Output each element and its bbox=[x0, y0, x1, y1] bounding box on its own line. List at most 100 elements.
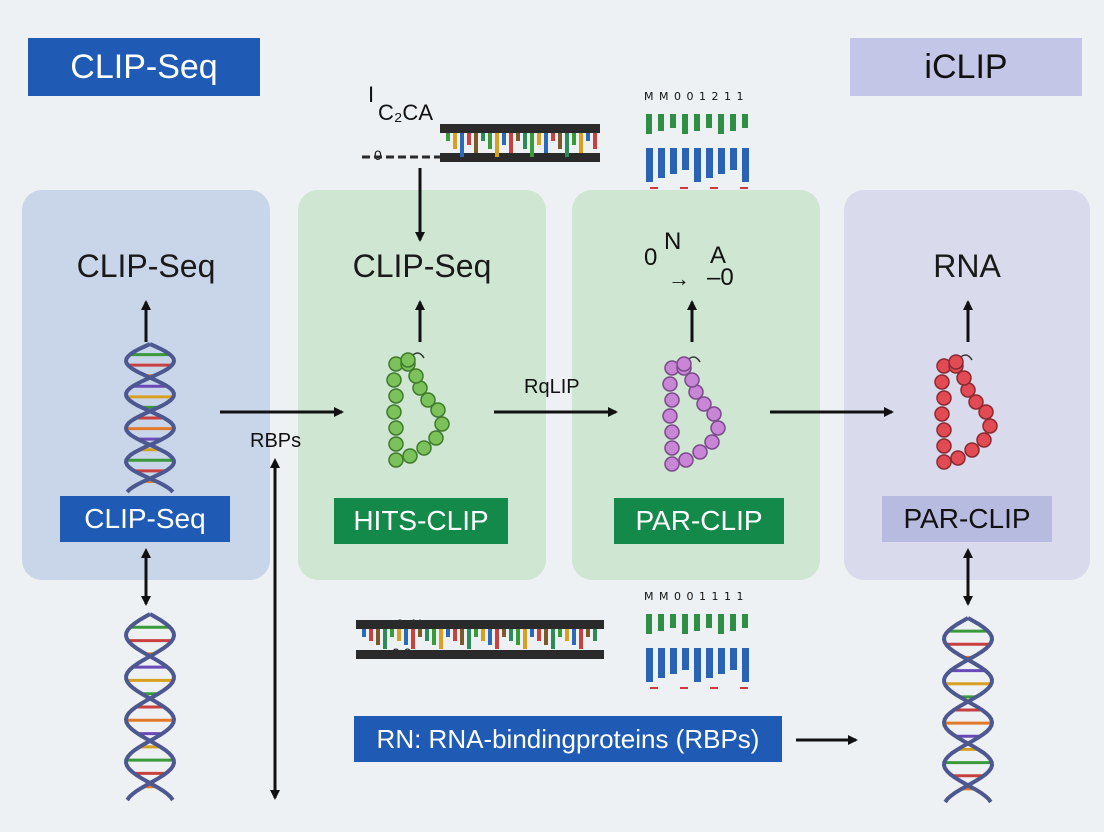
sequence-base bbox=[425, 629, 429, 641]
sequence-base bbox=[453, 629, 457, 641]
green-protein-bead bbox=[416, 440, 432, 456]
purple-protein-bead bbox=[710, 420, 726, 436]
sequence-base bbox=[530, 629, 534, 637]
purple-protein-bead bbox=[664, 392, 680, 408]
histogram-blue-bar bbox=[706, 648, 713, 678]
sequence-base bbox=[509, 629, 513, 641]
purple-protein-bead bbox=[696, 396, 712, 412]
formula-c2ca: C₂CA bbox=[378, 100, 433, 125]
sequence-base bbox=[579, 133, 583, 153]
green-protein-bead bbox=[430, 402, 446, 418]
sequence-base bbox=[439, 629, 443, 649]
helix-bottom-right-strand-a bbox=[941, 616, 995, 804]
sequence-base bbox=[544, 133, 548, 153]
panel-4-title: RNA bbox=[933, 248, 1001, 284]
histogram-green-bar bbox=[694, 114, 700, 131]
tag-par-clip: PAR-CLIP bbox=[614, 498, 784, 544]
green-protein-bead bbox=[402, 448, 418, 464]
sequence-base bbox=[376, 629, 380, 645]
histogram-blue-bar bbox=[706, 148, 713, 178]
histogram-green-bar bbox=[706, 614, 712, 628]
red-protein-bead bbox=[982, 418, 998, 434]
sequence-base bbox=[383, 629, 387, 649]
rbp-definition-badge: RN: RNA-bindingproteins (RBPs) bbox=[354, 716, 782, 762]
green-protein-bead bbox=[428, 430, 444, 446]
sequence-base bbox=[523, 133, 527, 149]
sequence-base bbox=[474, 133, 478, 153]
sequence-base bbox=[572, 133, 576, 145]
sequence-base bbox=[495, 629, 499, 649]
helix-bottom-left-strand-a bbox=[123, 612, 177, 802]
sequence-base bbox=[460, 133, 464, 157]
purple-protein-bead bbox=[676, 356, 692, 372]
histogram-green-bar bbox=[658, 614, 664, 631]
histogram-blue-bar bbox=[694, 148, 701, 182]
histogram-blue-bar bbox=[742, 648, 749, 682]
sequence-base bbox=[544, 629, 548, 645]
red-protein-bead bbox=[934, 374, 950, 390]
sequence-base bbox=[411, 629, 415, 649]
histogram-blue-bar bbox=[682, 648, 689, 670]
top-sequence-strand bbox=[362, 124, 600, 162]
panel-2-title: CLIP-Seq bbox=[352, 248, 492, 284]
sequence-base bbox=[488, 133, 492, 149]
sequence-base bbox=[593, 133, 597, 149]
formula-n: N bbox=[664, 228, 682, 255]
purple-protein-bead bbox=[678, 452, 694, 468]
sequence-base bbox=[362, 629, 366, 637]
sequence-base bbox=[467, 133, 471, 145]
formula-a: A bbox=[710, 242, 727, 269]
red-protein-bead bbox=[936, 422, 952, 438]
histogram-blue-bar bbox=[718, 648, 725, 674]
histogram-green-bar bbox=[742, 114, 748, 128]
purple-protein-bead bbox=[684, 372, 700, 388]
histogram-green-bar bbox=[718, 614, 724, 634]
sequence-base bbox=[579, 629, 583, 649]
purple-protein-bead bbox=[662, 408, 678, 424]
formula-i: I bbox=[368, 82, 375, 107]
red-protein-bead bbox=[936, 454, 952, 470]
sequence-base bbox=[516, 133, 520, 141]
sequence-base bbox=[390, 629, 394, 637]
rqlip-label: RqLIP bbox=[524, 376, 580, 398]
histogram-green-bar bbox=[694, 614, 700, 631]
green-protein-bead bbox=[400, 352, 416, 368]
green-protein-bead bbox=[386, 372, 402, 388]
rbp-definition-label: RN: RNA-bindingproteins (RBPs) bbox=[376, 723, 760, 754]
tag-hits-clip: HITS-CLIP bbox=[334, 498, 508, 544]
red-protein-bead bbox=[950, 450, 966, 466]
red-protein-bead bbox=[978, 404, 994, 420]
histogram-green-bar bbox=[682, 114, 688, 134]
red-protein-bead bbox=[976, 432, 992, 448]
histogram-green-bar bbox=[670, 614, 676, 628]
histogram-green-bar bbox=[670, 114, 676, 128]
red-protein-bead bbox=[964, 442, 980, 458]
histogram-blue-bar bbox=[658, 648, 665, 678]
helix-panel1-strand-a bbox=[123, 342, 177, 494]
red-protein-bead bbox=[936, 390, 952, 406]
tag-clip-seq-label: CLIP-Seq bbox=[84, 503, 206, 534]
sequence-base bbox=[537, 133, 541, 145]
sequence-base bbox=[586, 133, 590, 141]
histogram-blue-bar bbox=[670, 148, 677, 174]
sequence-base bbox=[551, 629, 555, 649]
histogram-blue-bar bbox=[730, 648, 737, 670]
histogram-blue-bar bbox=[682, 148, 689, 170]
sequence-base bbox=[446, 133, 450, 141]
sequence-base bbox=[523, 629, 527, 649]
purple-protein-bead bbox=[706, 406, 722, 422]
sequence-base bbox=[453, 133, 457, 149]
sequence-base bbox=[432, 629, 436, 645]
formula-arrow: → bbox=[668, 266, 690, 291]
sequence-base bbox=[565, 629, 569, 641]
bottom-sequence-strand bbox=[356, 620, 604, 659]
formula-o: 0 bbox=[644, 244, 658, 271]
sequence-base bbox=[404, 629, 408, 645]
sequence-base bbox=[446, 629, 450, 637]
histogram-green-bar bbox=[730, 614, 736, 631]
histogram-bottom-header: M M 0 0 1 1 1 1 bbox=[644, 590, 745, 603]
histogram-bottom bbox=[646, 614, 749, 689]
sequence-base bbox=[488, 629, 492, 645]
sequence-base bbox=[502, 133, 506, 145]
sequence-base bbox=[495, 133, 499, 157]
